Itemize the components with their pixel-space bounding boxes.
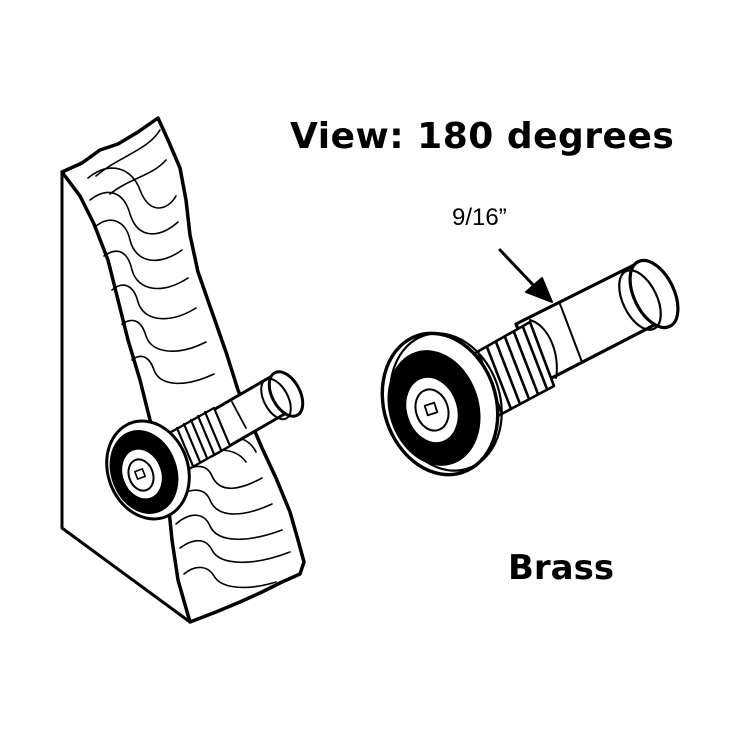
wood-block-illustration [60,116,306,624]
arrow-icon [498,248,553,303]
material-label: Brass [508,548,615,588]
view-angle-label: View: 180 degrees [290,116,675,157]
standalone-door-viewer [380,258,680,477]
size-label: 9/16” [452,204,507,231]
standalone-viewer-barrel-end [628,258,680,330]
wood-block-front-face [60,116,306,624]
installed-door-viewer [105,370,305,521]
